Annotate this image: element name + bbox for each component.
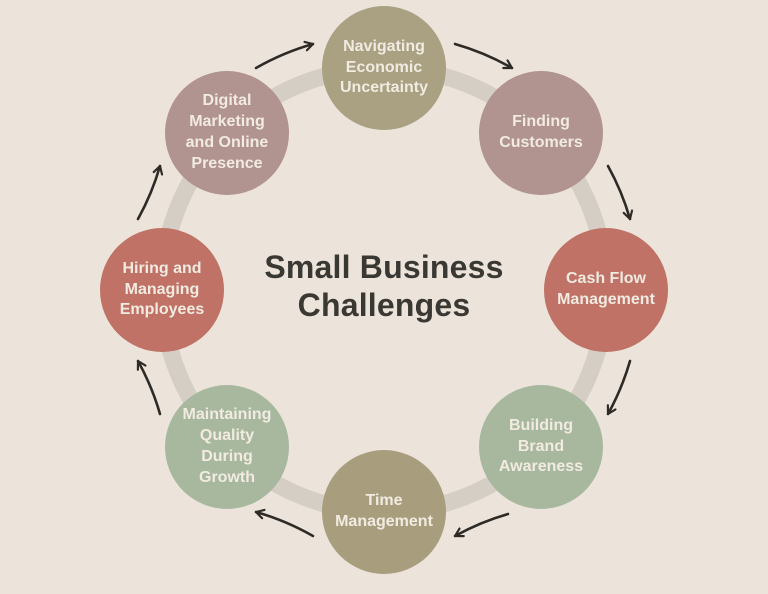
- node-building-brand-awareness: Building Brand Awareness: [479, 385, 603, 509]
- node-label: Navigating Economic Uncertainty: [339, 37, 429, 97]
- arrow-digital-to-navigating-icon: [254, 40, 315, 70]
- arrow-building-to-time-icon: [453, 512, 510, 538]
- arrow-finding-to-cashflow-icon: [606, 164, 634, 221]
- node-navigating-economic-uncertainty: Navigating Economic Uncertainty: [322, 6, 446, 130]
- node-label: Cash Flow Management: [557, 270, 655, 308]
- arrow-hiring-to-digital-icon: [136, 164, 164, 221]
- node-label: Building Brand Awareness: [498, 416, 584, 476]
- arrow-navigating-to-finding-icon: [453, 42, 514, 70]
- node-label: Finding Customers: [499, 113, 583, 151]
- arrow-cashflow-to-building-icon: [606, 359, 632, 416]
- node-cash-flow-management: Cash Flow Management: [544, 228, 668, 352]
- arrow-maintaining-to-hiring-icon: [136, 359, 162, 416]
- node-label: Digital Marketing and Online Presence: [185, 92, 269, 172]
- arrow-time-to-maintaining-icon: [254, 508, 315, 538]
- node-label: Hiring and Managing Employees: [119, 259, 205, 319]
- node-label: Maintaining Quality During Growth: [182, 406, 272, 486]
- node-hiring-and-managing-employees: Hiring and Managing Employees: [100, 228, 224, 352]
- node-label: Time Management: [335, 492, 433, 530]
- node-digital-marketing-online-presence: Digital Marketing and Online Presence: [165, 71, 289, 195]
- node-time-management: Time Management: [322, 450, 446, 574]
- node-finding-customers: Finding Customers: [479, 71, 603, 195]
- node-maintaining-quality-during-growth: Maintaining Quality During Growth: [165, 385, 289, 509]
- diagram-title: Small Business Challenges: [264, 249, 504, 324]
